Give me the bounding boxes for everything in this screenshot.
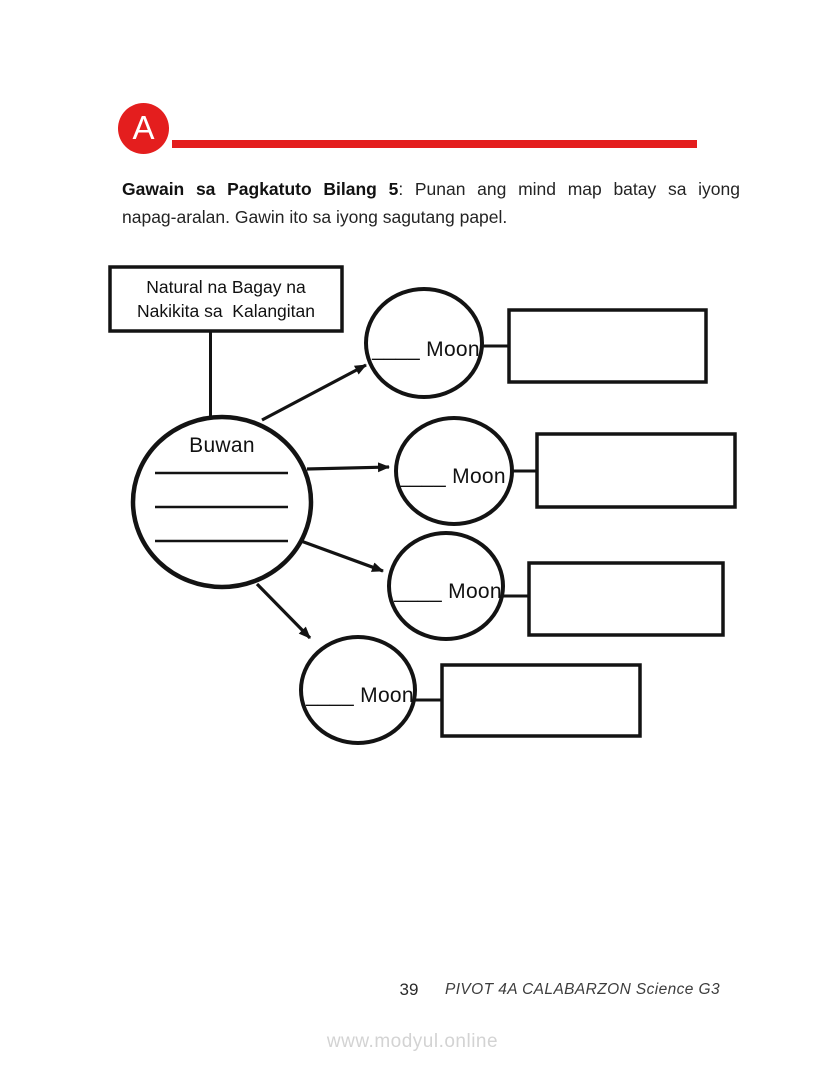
branch-3-answer-box: [527, 561, 725, 637]
branch-1-answer-box: [507, 308, 708, 384]
activity-title: Gawain sa Pagkatuto Bilang 5: [122, 179, 399, 199]
branch-4-label: ____ Moon: [305, 684, 414, 707]
branch-1-label: ____ Moon: [371, 338, 480, 361]
branch-2-answer-box: [535, 432, 737, 509]
watermark-text: www.modyul.online: [326, 1031, 499, 1052]
topic-box-text: Natural na Bagay na Nakikita sa Kalangit…: [112, 268, 340, 330]
branch-4-answer-box: [440, 663, 642, 738]
center-node-circle: [130, 414, 314, 590]
branch-3-label: ____ Moon: [393, 580, 502, 603]
branch-1-circle: [364, 287, 484, 399]
footer-module-title: PIVOT 4A CALABARZON Science G3: [444, 981, 720, 998]
arrow-to-branch-3: [300, 539, 384, 573]
section-divider-line: [172, 140, 697, 148]
branch-2-label: ____ Moon: [397, 465, 506, 488]
center-node-label: Buwan: [189, 434, 255, 457]
section-badge: A: [118, 103, 169, 154]
arrow-to-branch-4: [255, 582, 312, 640]
instruction-line-1-rest: : Punan ang mind map batay sa iyong: [398, 179, 740, 199]
instruction-line-2: napag-aralan. Gawin ito sa iyong sagutan…: [122, 206, 508, 227]
topic-box: [108, 265, 344, 333]
branch-3-circle: [387, 531, 505, 641]
arrow-to-branch-1: [261, 363, 367, 422]
topic-box-line-2: Nakikita sa Kalangitan: [136, 301, 316, 321]
section-badge-letter: A: [132, 109, 155, 146]
arrow-to-branch-2: [306, 462, 390, 473]
instruction-line-1: Gawain sa Pagkatuto Bilang 5: Punan ang …: [122, 176, 740, 204]
branch-4-circle: [299, 635, 417, 745]
page-number: 39: [399, 980, 419, 999]
instruction-paragraph: Gawain sa Pagkatuto Bilang 5: Punan ang …: [122, 176, 740, 231]
topic-box-line-1: Natural na Bagay na: [146, 277, 306, 297]
